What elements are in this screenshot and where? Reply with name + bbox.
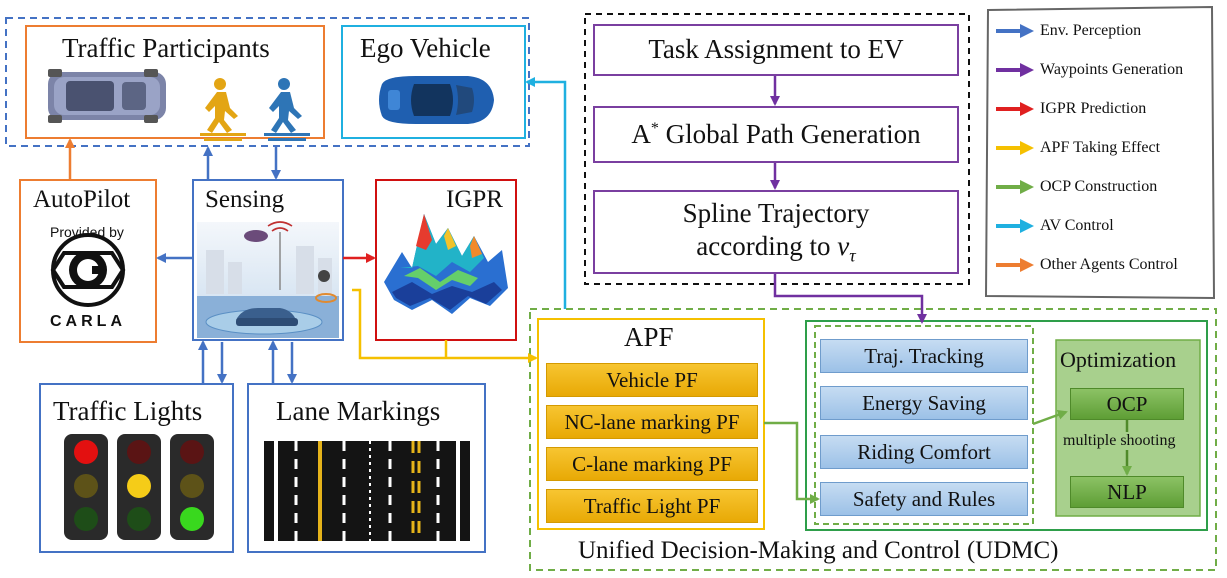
legend-item: Other Agents Control: [996, 256, 1178, 274]
van-image: [48, 69, 166, 123]
traffic-light-2-image: [117, 434, 161, 540]
legend-arrow-icon: [996, 63, 1034, 77]
legend-item: Env. Perception: [996, 22, 1141, 40]
legend-item: Waypoints Generation: [996, 61, 1183, 79]
arrow-udmc-to-ego: [525, 77, 567, 309]
legend-item-label: Env. Perception: [1040, 22, 1142, 39]
objectives-group-border: [814, 325, 1034, 525]
controller-frame: [805, 320, 1208, 531]
pedestrian-blue-image: [264, 78, 310, 141]
udmc-group-border: [529, 308, 1217, 571]
objective-safety-rules: Safety and Rules: [820, 482, 1028, 516]
traffic-lights-title: Traffic Lights: [53, 396, 203, 426]
legend-arrow-icon: [996, 141, 1034, 155]
carla-logo-text: CARLA: [50, 313, 126, 330]
legend-item: IGPR Prediction: [996, 100, 1146, 118]
apf-item-traffic-light: Traffic Light PF: [546, 489, 758, 523]
arrow-apf-to-safety: [764, 421, 820, 504]
arrow-objectives-to-ocp: [1032, 410, 1068, 426]
spline-box: Spline Trajectory according to vτ: [593, 190, 959, 274]
igpr-title: IGPR: [446, 186, 503, 213]
arrow-spline-to-tracking: [773, 274, 927, 324]
legend-item-label: Other Agents Control: [1040, 256, 1178, 273]
pedestrian-yellow-image: [200, 78, 246, 141]
pipeline-group-border: [584, 13, 970, 285]
ego-title: Ego Vehicle: [360, 33, 491, 63]
autopilot-provided-by: Provided by: [50, 224, 124, 240]
astar-label: A* Global Path Generation: [631, 118, 921, 149]
ego-car-image: [379, 76, 494, 124]
multiple-shooting-label: multiple shooting: [1061, 432, 1178, 450]
objective-energy-saving: Energy Saving: [820, 386, 1028, 420]
legend-item-label: OCP Construction: [1040, 178, 1158, 195]
autopilot-title: AutoPilot: [33, 186, 131, 213]
legend-item: OCP Construction: [996, 178, 1157, 196]
apf-item-vehicle: Vehicle PF: [546, 363, 758, 397]
arrow-sensing-to-apf: [352, 288, 538, 363]
apf-item-c-lane: C-lane marking PF: [546, 447, 758, 481]
udmc-caption: Unified Decision-Making and Control (UDM…: [578, 537, 1059, 564]
legend-arrow-icon: [996, 24, 1034, 38]
legend-item: APF Taking Effect: [996, 139, 1160, 157]
traffic-light-3-image: [170, 434, 214, 540]
legend-arrow-icon: [996, 219, 1034, 233]
legend-frame: [984, 5, 1216, 300]
traffic-light-1-image: [64, 434, 108, 540]
lane-markings-image: [264, 441, 470, 541]
nlp-box: NLP: [1070, 476, 1184, 508]
legend-arrow-icon: [996, 180, 1034, 194]
legend-item-label: IGPR Prediction: [1040, 100, 1147, 117]
legend-item: AV Control: [996, 217, 1114, 235]
optimization-title: Optimization: [1060, 347, 1177, 372]
legend-item-label: APF Taking Effect: [1040, 139, 1161, 156]
participants-box-border: [25, 25, 325, 139]
legend-item-label: AV Control: [1040, 217, 1114, 234]
objective-traj-tracking: Traj. Tracking: [820, 339, 1028, 373]
participants-title: Traffic Participants: [62, 33, 270, 63]
sensing-title: Sensing: [205, 186, 285, 213]
lane-markings-box-border: [247, 383, 486, 553]
ocp-box: OCP: [1070, 388, 1184, 420]
traffic-lights-box-border: [39, 383, 234, 553]
task-assignment-label: Task Assignment to EV: [648, 34, 904, 65]
participants-group-border: [5, 17, 530, 147]
igpr-surface-plot: [384, 214, 508, 314]
legend-arrow-icon: [996, 258, 1034, 272]
spline-label-line1: Spline Trajectory: [682, 197, 870, 228]
astar-box: A* Global Path Generation: [593, 106, 959, 163]
sensing-illustration: [197, 221, 339, 338]
lane-markings-title: Lane Markings: [276, 396, 441, 426]
carla-logo: [50, 233, 126, 307]
objective-riding-comfort: Riding Comfort: [820, 435, 1028, 469]
task-assignment-box: Task Assignment to EV: [593, 24, 959, 76]
legend-item-label: Waypoints Generation: [1040, 61, 1184, 78]
apf-title: APF: [624, 322, 674, 352]
legend-arrow-icon: [996, 102, 1034, 116]
spline-label-line2: according to vτ: [696, 231, 856, 266]
apf-item-nc-lane: NC-lane marking PF: [546, 405, 758, 439]
